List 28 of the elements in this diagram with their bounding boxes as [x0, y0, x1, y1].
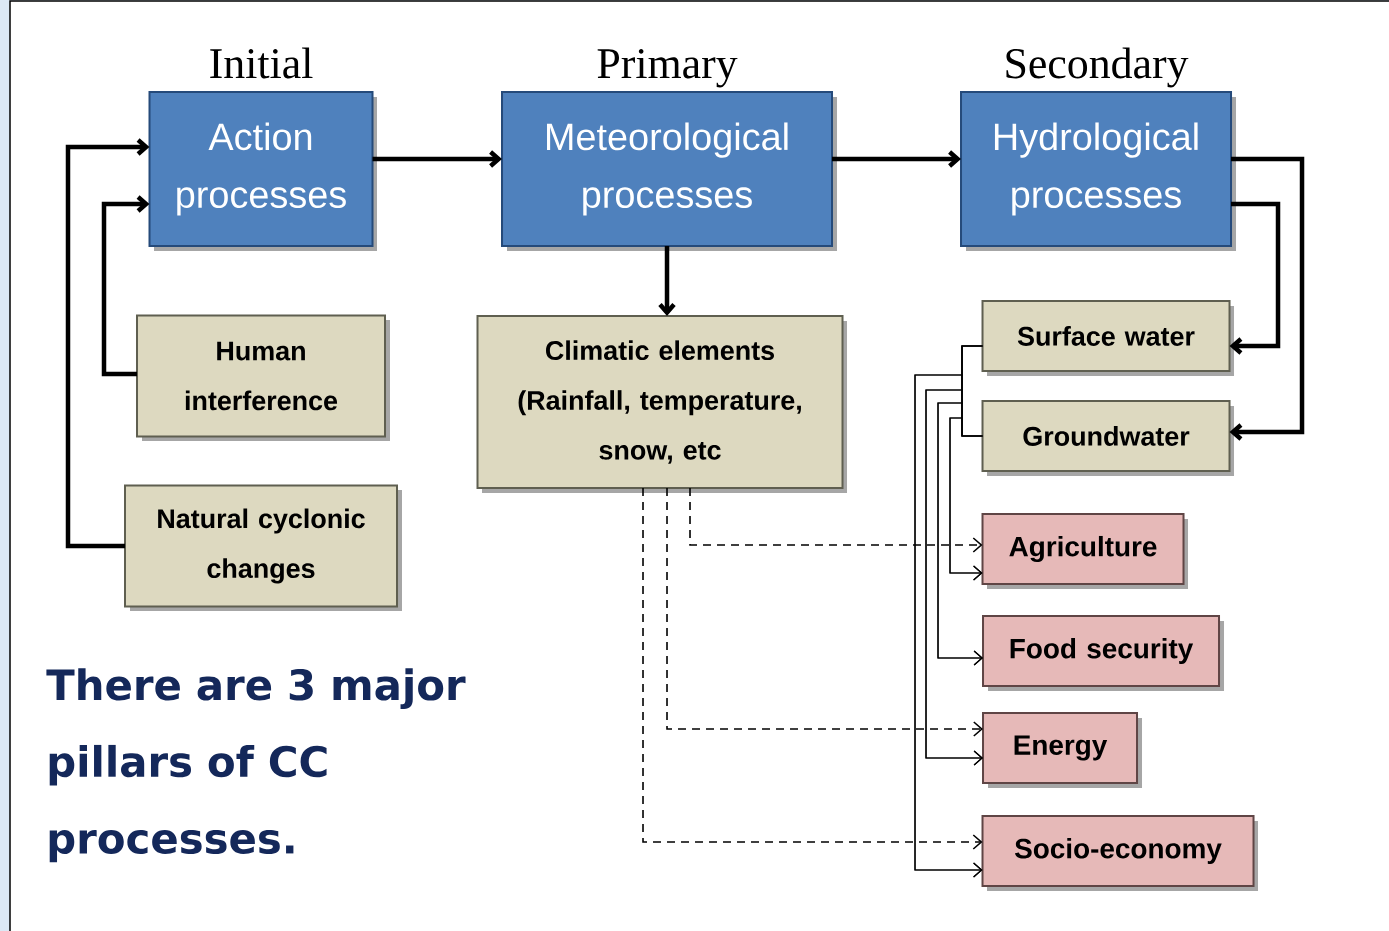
process-box: Hydrological processes [960, 91, 1236, 251]
impact-box: Energy [982, 712, 1142, 788]
arrow [937, 402, 984, 666]
arrow [1229, 156, 1305, 441]
factor-box: Climatic elements (Rainfall, temperature, snow, etc [476, 315, 847, 493]
arrow [642, 487, 983, 850]
process-box: Action processes [148, 91, 377, 251]
heading: Primary [597, 49, 738, 88]
arrow [658, 246, 676, 316]
heading: Initial [210, 47, 313, 79]
factor-box: Human interference [136, 314, 390, 441]
factor-box: Surface water [981, 300, 1234, 376]
arrow [65, 138, 150, 549]
heading: Secondary [1006, 47, 1189, 88]
arrow [372, 150, 502, 168]
headline-text: There are 3 major pillars of CC processes. [46, 668, 466, 863]
arrow [832, 150, 961, 168]
impact-box: Food security [982, 615, 1224, 691]
arrow [949, 417, 984, 581]
impact-box: Agriculture [981, 513, 1188, 589]
arrow [666, 487, 983, 737]
arrow [101, 195, 150, 377]
factor-box: Natural cyclonic changes [124, 484, 402, 611]
arrow [689, 487, 983, 553]
arrow [1229, 201, 1281, 355]
process-box: Meteorological processes [501, 91, 837, 251]
impact-box: Socio-economy [981, 815, 1258, 891]
factor-box: Groundwater [981, 400, 1234, 476]
